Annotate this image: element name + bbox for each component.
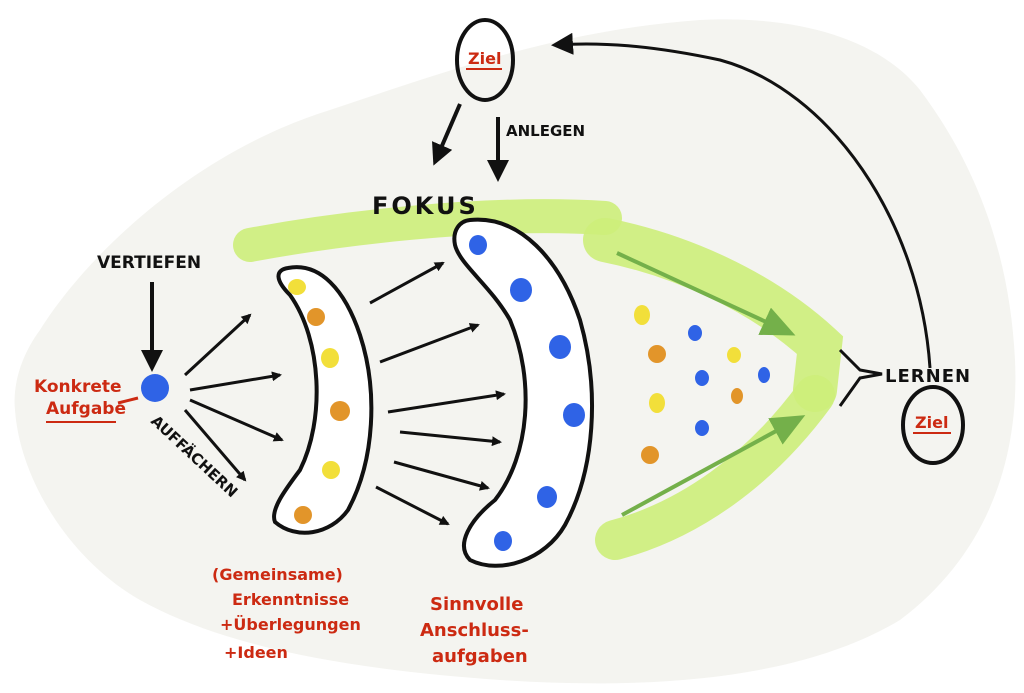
dot [294,506,312,524]
erkenntnisse-line4: +Ideen [224,643,288,662]
dot [288,279,306,295]
sinnvolle-line3: aufgaben [432,646,528,667]
band-connect-arrows [369,261,506,526]
erkenntnisse-caption: (Gemeinsame) Erkenntnisse +Überlegungen … [212,565,361,662]
connect-arrow-5 [393,460,490,491]
dot [727,347,741,363]
dot [510,278,532,302]
erkenntnisse-line3: +Überlegungen [220,615,361,634]
dot [307,308,325,326]
fokus-label: FOKUS [372,192,479,220]
anschlussaufgaben-dots [469,235,585,551]
dot [549,335,571,359]
ziel-to-fokus-arrow-left [432,103,462,166]
dot [322,461,340,479]
dot [321,348,339,368]
fan-arrow-1 [183,313,252,377]
fan-arrow-3 [189,398,284,442]
anschlussaufgaben-caption: Sinnvolle Anschluss- aufgaben [420,594,529,667]
erkenntnisse-line2: Erkenntnisse [232,590,349,609]
ziel-top-label: Ziel [468,49,501,68]
konkrete-aufgabe-dot [141,374,169,402]
dot [634,305,650,325]
sinnvolle-line1: Sinnvolle [430,594,523,615]
funnel-dots [634,305,770,464]
connect-arrow-1 [369,261,445,305]
dot [494,531,512,551]
dot [695,370,709,386]
fan-arrow-2 [189,371,282,392]
fan-out-arrows [183,313,284,482]
ziel-top-circle [455,18,515,102]
dot [563,403,585,427]
erkenntnisse-band [272,265,374,535]
konkrete-connector [117,396,139,405]
green-arrow-lower [621,415,806,517]
lernen-label: LERNEN [885,366,971,387]
konkrete-label-line2: Aufgabe [46,399,126,419]
green-arrow-upper [616,251,796,336]
anlegen-label: ANLEGEN [506,122,585,140]
dot [330,401,350,421]
erkenntnisse-line1: (Gemeinsame) [212,565,343,584]
erkenntnisse-dots [288,279,350,524]
dot [731,388,743,404]
connect-arrow-3 [387,390,506,414]
ziel-bottom-node: Ziel [901,385,965,465]
connect-arrow-6 [375,485,450,526]
lernen-to-ziel-arc-arrow [551,32,932,369]
dot [688,325,702,341]
anschlussaufgaben-band [452,217,594,568]
sinnvolle-line2: Anschluss- [420,620,529,641]
dot [537,486,557,508]
ziel-bottom-circle [901,385,965,465]
ziel-top-node: Ziel [455,18,515,102]
paper-background [14,19,1016,684]
dot [758,367,770,383]
connect-arrow-2 [379,323,480,364]
konkrete-label-line1: Konkrete [34,377,122,397]
dot [641,446,659,464]
dot [695,420,709,436]
vertiefen-label: VERTIEFEN [97,253,201,273]
dot [649,393,665,413]
connect-arrow-4 [399,430,502,447]
ziel-bottom-label: Ziel [915,413,948,432]
lernen-bracket [838,348,883,407]
dot [469,235,487,255]
dot [648,345,666,363]
fan-arrow-4 [183,409,247,482]
